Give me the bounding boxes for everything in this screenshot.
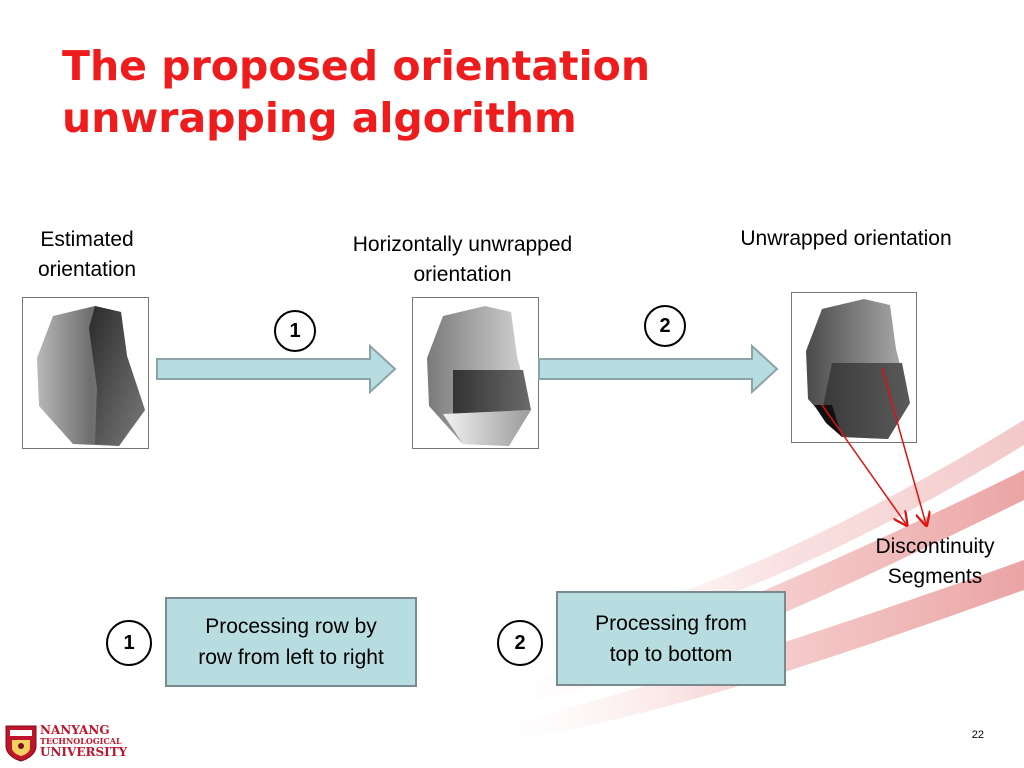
caption-horizontally-unwrapped: Horizontally unwrapped orientation [352, 233, 573, 286]
slide-title-line-1: The proposed orientation [62, 42, 651, 90]
legend-step-1-box: Processing row by row from left to right [165, 597, 417, 687]
caption-discontinuity-segments: Discontinuity Segments [875, 535, 995, 588]
university-crest-icon [5, 725, 37, 762]
background-wave-2 [470, 560, 1024, 748]
legend-step-1-circle: 1 [106, 620, 152, 666]
horizontally-unwrapped-image [412, 297, 539, 449]
discontinuity-arrow-2 [881, 367, 926, 524]
unwrapped-orientation-image [791, 292, 917, 443]
process-arrow-1 [156, 343, 397, 395]
arrow-step-1-circle: 1 [274, 310, 316, 352]
page-number: 22 [971, 729, 984, 741]
caption-unwrapped-orientation: Unwrapped orientation [740, 227, 952, 250]
arrow-step-2-circle: 2 [644, 305, 686, 347]
process-arrow-2 [538, 343, 779, 395]
legend-step-2-circle: 2 [497, 620, 543, 666]
discontinuity-arrow-1 [821, 404, 906, 524]
slide-title-line-2: unwrapping algorithm [62, 94, 577, 142]
caption-estimated-orientation: Estimated orientation [37, 228, 137, 281]
estimated-orientation-image [22, 297, 149, 449]
discontinuity-pointers [821, 367, 950, 535]
slide-title: The proposed orientation unwrapping algo… [62, 40, 862, 144]
university-logo-text: NANYANG TECHNOLOGICAL UNIVERSITY [40, 723, 128, 759]
legend-step-2-box: Processing from top to bottom [556, 591, 786, 686]
